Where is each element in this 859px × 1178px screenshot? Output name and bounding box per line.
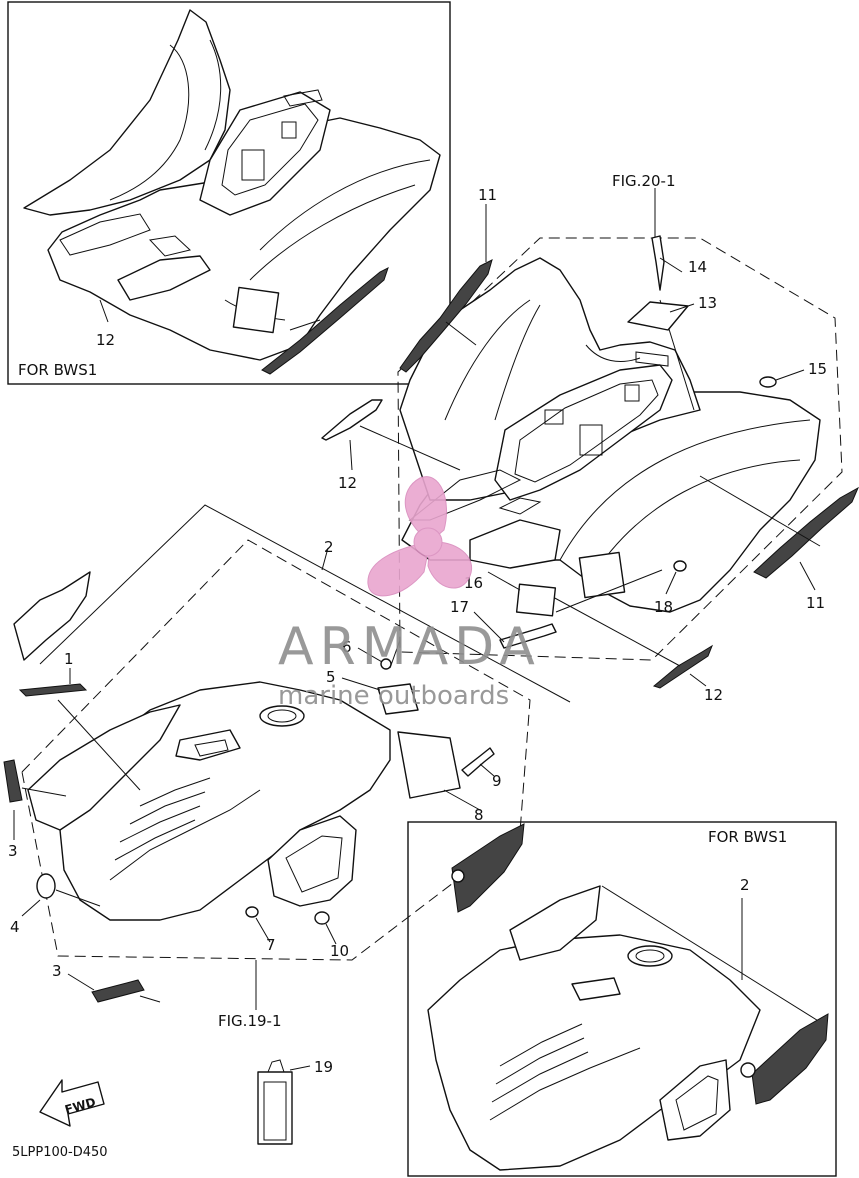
watermark-brand: ARMADA [278,617,541,677]
callout-19: 19 [314,1058,333,1076]
callout-5: 5 [326,668,336,686]
callout-15: 15 [808,360,827,378]
inset-front-fender-bws1: FOR BWS1 2 [407,821,837,1177]
callout-14: 14 [688,258,707,276]
fwd-arrow-icon: FWD [39,1079,105,1127]
for-bws1-label-bottom: FOR BWS1 [708,828,787,846]
callout-10: 10 [330,942,349,960]
callout-7: 7 [266,936,276,954]
callout-12-lower: 12 [704,686,723,704]
propeller-logo-icon [367,476,473,597]
callout-17: 17 [450,598,469,616]
callout-3-left: 3 [8,842,18,860]
callout-11-upper: 11 [478,186,497,204]
inset-rear-fender-bws1: 12 FOR BWS1 [7,1,451,385]
callout-3-lower: 3 [52,962,62,980]
callout-4: 4 [10,918,20,936]
callout-6: 6 [342,638,352,656]
watermark: ARMADA marine outboards [278,476,541,711]
diagram-code: 5LPP100-D450 [12,1145,108,1160]
for-bws1-label-top: FOR BWS1 [18,361,97,379]
callout-18: 18 [654,598,673,616]
front-fender-assembly: FIG.19-1 8 5 6 9 [3,504,571,1030]
fig-19-1-label: FIG.19-1 [218,1012,282,1030]
callout-8: 8 [474,806,484,824]
part-19-label-tag: 19 [257,1058,333,1145]
callout-2-upper: 2 [324,538,334,556]
callout-9: 9 [492,772,502,790]
callout-11-lower: 11 [806,594,825,612]
callout-12-mid: 12 [338,474,357,492]
callout-1: 1 [64,650,74,668]
callout-12-top: 12 [96,331,115,349]
callout-2-lower: 2 [740,876,750,894]
callout-13: 13 [698,294,717,312]
watermark-tagline: marine outboards [278,681,509,711]
rear-fender-assembly: FIG.20-1 11 11 12 1 [321,172,859,704]
fig-20-1-label: FIG.20-1 [612,172,676,190]
